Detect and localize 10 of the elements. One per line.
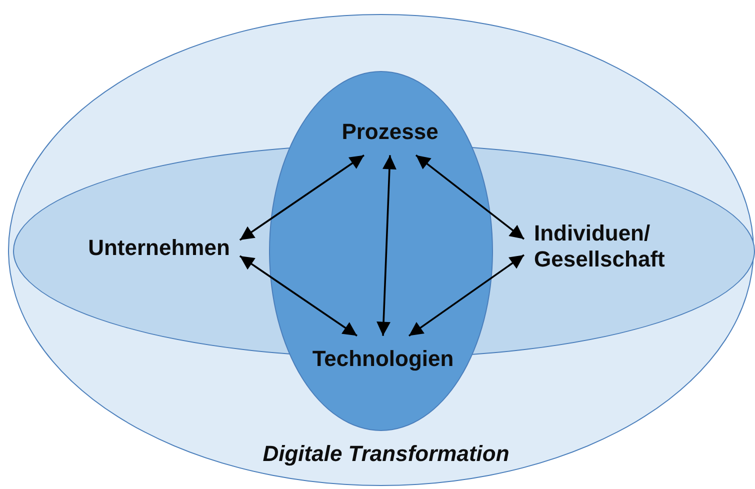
double-arrow [376,155,396,336]
ellipse-title: Digitale Transformation [262,440,510,468]
node-label: Prozesse [342,118,438,146]
node-label: Unternehmen [88,234,230,262]
node-label: Individuen/ Gesellschaft [534,220,694,274]
double-arrow [408,254,525,337]
double-arrow [415,154,525,240]
double-arrow [239,154,364,241]
node-label: Technologien [312,346,454,372]
double-arrow [239,255,358,337]
